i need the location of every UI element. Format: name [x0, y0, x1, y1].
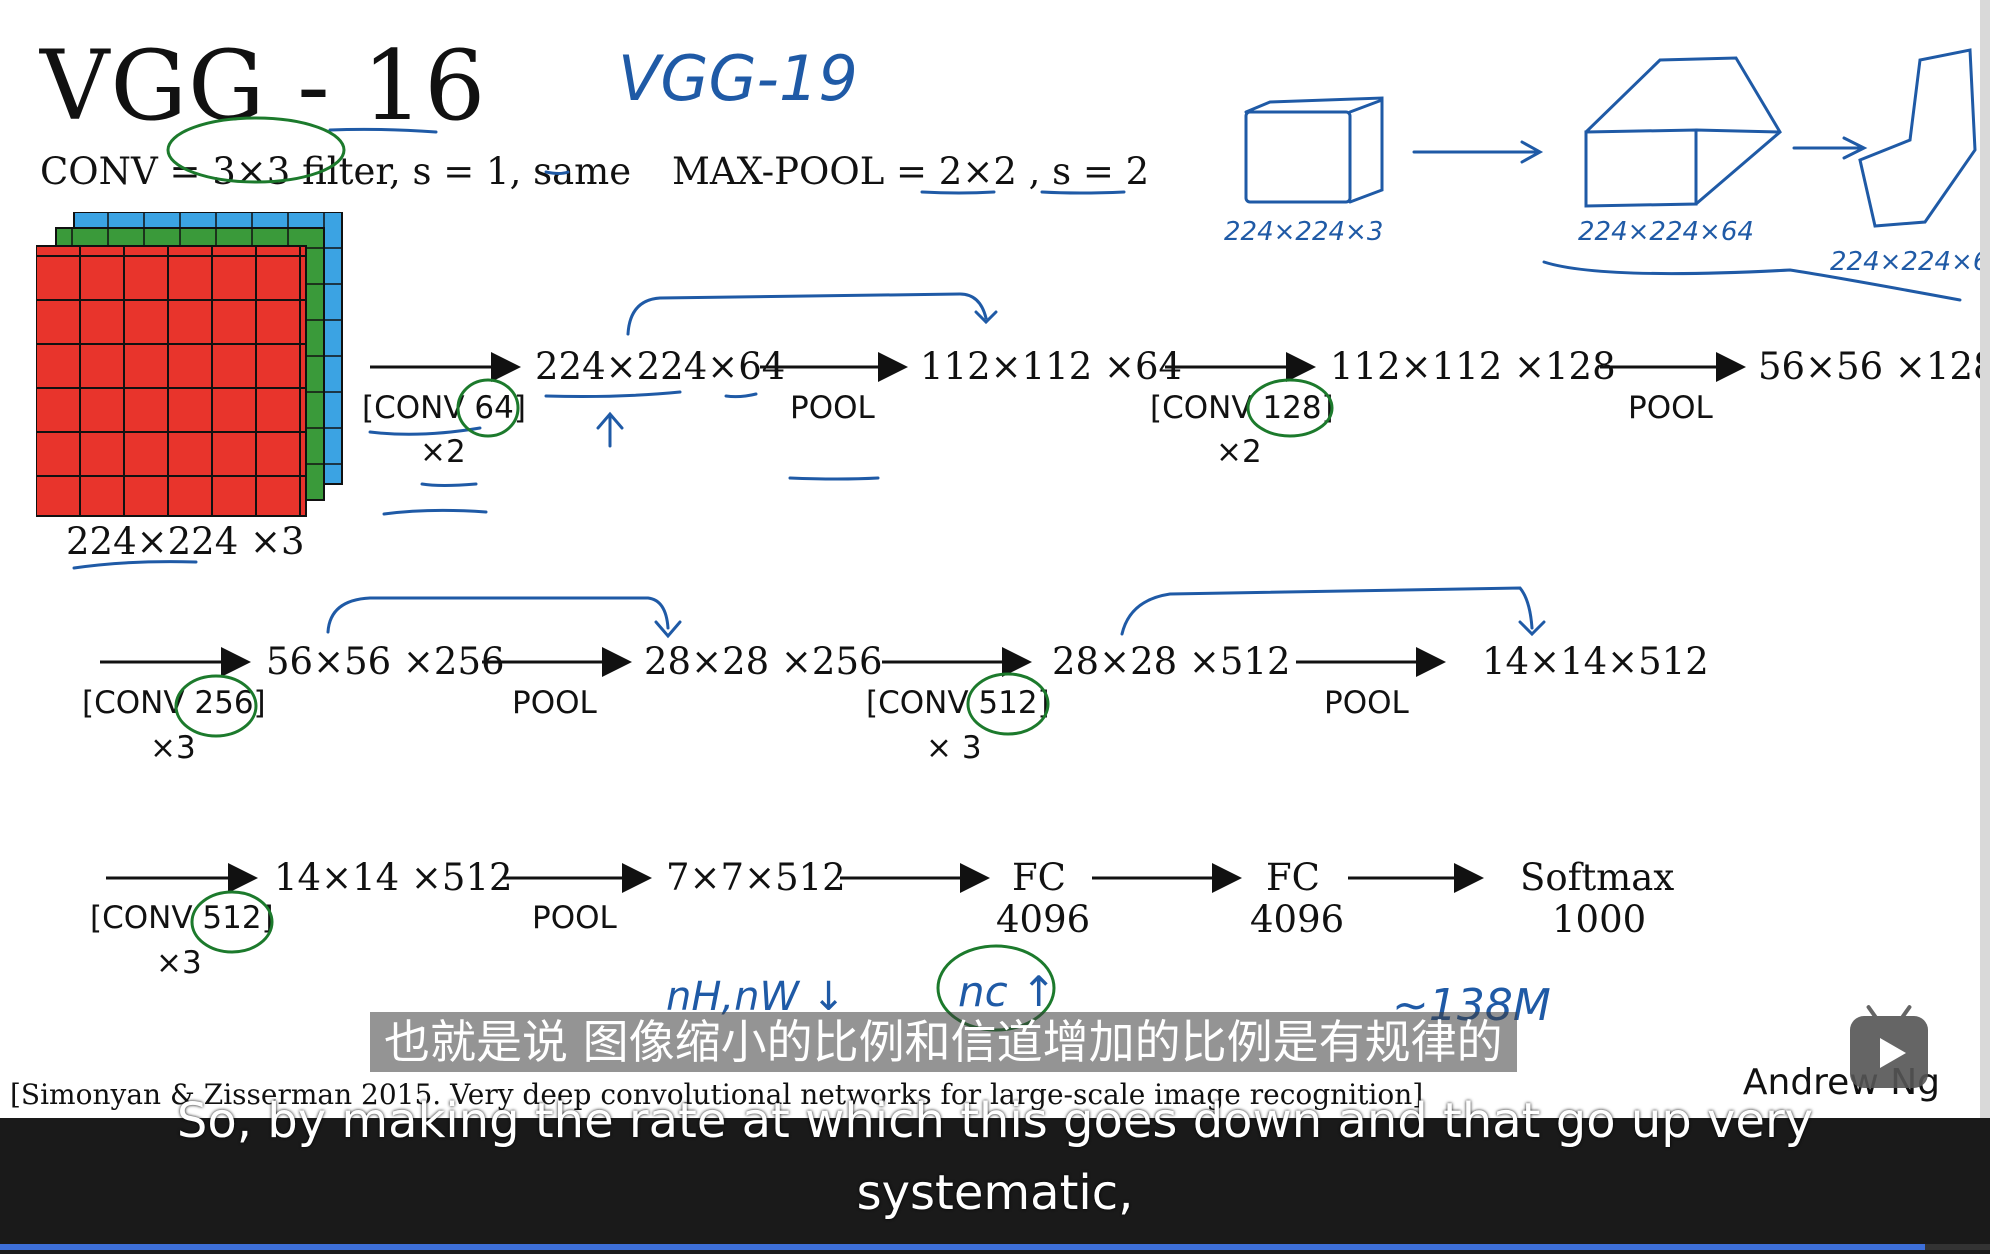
- conv-definition: CONV = 3×3 filter, s = 1, same: [40, 150, 632, 193]
- flow-arrows: [100, 352, 1746, 893]
- row1-dim4: 56×56 ×128: [1758, 345, 1990, 388]
- input-volume-cube: [36, 212, 343, 517]
- row1-op-pool2: POOL: [1628, 390, 1713, 426]
- row3-op-pool: POOL: [532, 900, 617, 936]
- row1-op-pool1: POOL: [790, 390, 875, 426]
- row3-fc2-label: FC: [1266, 856, 1320, 899]
- play-icon[interactable]: [1850, 1016, 1928, 1088]
- row3-dim2: 7×7×512: [666, 856, 846, 899]
- row3-softmax-size: 1000: [1552, 898, 1647, 941]
- progress-bar[interactable]: [0, 1244, 1925, 1250]
- row3-mult1: ×3: [156, 945, 202, 981]
- blue-ink-volume-sketch: [1244, 48, 1977, 228]
- row2-dim4: 14×14×512: [1482, 640, 1709, 683]
- row1-mult1: ×2: [420, 434, 466, 470]
- row2-op-pool2: POOL: [1324, 685, 1409, 721]
- english-subtitle-line1: So, by making the rate at which this goe…: [176, 1093, 1814, 1149]
- row2-mult3: × 3: [926, 730, 982, 766]
- slide-title: VGG - 16: [40, 30, 487, 142]
- row1-dim1: 224×224×64: [535, 345, 786, 388]
- row1-op-conv128: [CONV 128]: [1150, 390, 1334, 426]
- row3-fc2-size: 4096: [1250, 898, 1345, 941]
- play-triangle-icon: [1880, 1038, 1906, 1068]
- row3-softmax-label: Softmax: [1520, 856, 1675, 899]
- row3-op-conv512: [CONV 512]: [90, 900, 274, 936]
- dim-note-a: 224×224×3: [1224, 217, 1383, 247]
- row2-op-conv256: [CONV 256]: [82, 685, 266, 721]
- nc-note: nc ↑: [958, 967, 1056, 1016]
- row2-op-conv512: [CONV 512]: [866, 685, 1050, 721]
- pool-definition: MAX-POOL = 2×2 , s = 2: [672, 150, 1150, 193]
- row2-op-pool1: POOL: [512, 685, 597, 721]
- english-subtitle: So, by making the rate at which this goe…: [0, 1085, 1990, 1229]
- row2-dim3: 28×28 ×512: [1052, 640, 1291, 683]
- row3-fc1-size: 4096: [996, 898, 1091, 941]
- dim-note-b: 224×224×64: [1578, 217, 1754, 247]
- chinese-subtitle: 也就是说 图像缩小的比例和信道增加的比例是有规律的: [370, 1012, 1517, 1072]
- lecture-slide: VGG - 16 CONV = 3×3 filter, s = 1, same …: [0, 0, 1990, 1118]
- row3-dim1: 14×14 ×512: [274, 856, 513, 899]
- blue-ink-brackets: [326, 260, 1962, 639]
- row1-mult3: ×2: [1216, 434, 1262, 470]
- vgg19-note: VGG-19: [618, 42, 858, 115]
- row1-dim3: 112×112 ×128: [1330, 345, 1616, 388]
- slide-right-border: [1980, 0, 1990, 1118]
- row2-dim2: 28×28 ×256: [644, 640, 883, 683]
- row2-mult1: ×3: [150, 730, 196, 766]
- row1-dim2: 112×112 ×64: [920, 345, 1183, 388]
- input-dimension: 224×224 ×3: [66, 520, 305, 563]
- row1-op-conv64: [CONV 64]: [362, 390, 526, 426]
- citation: [Simonyan & Zisserman 2015. Very deep co…: [10, 1078, 1424, 1111]
- row2-dim1: 56×56 ×256: [266, 640, 505, 683]
- dim-note-c: 224×224×64: [1830, 247, 1990, 277]
- row3-fc1-label: FC: [1012, 856, 1066, 899]
- english-subtitle-line2: systematic,: [856, 1165, 1134, 1221]
